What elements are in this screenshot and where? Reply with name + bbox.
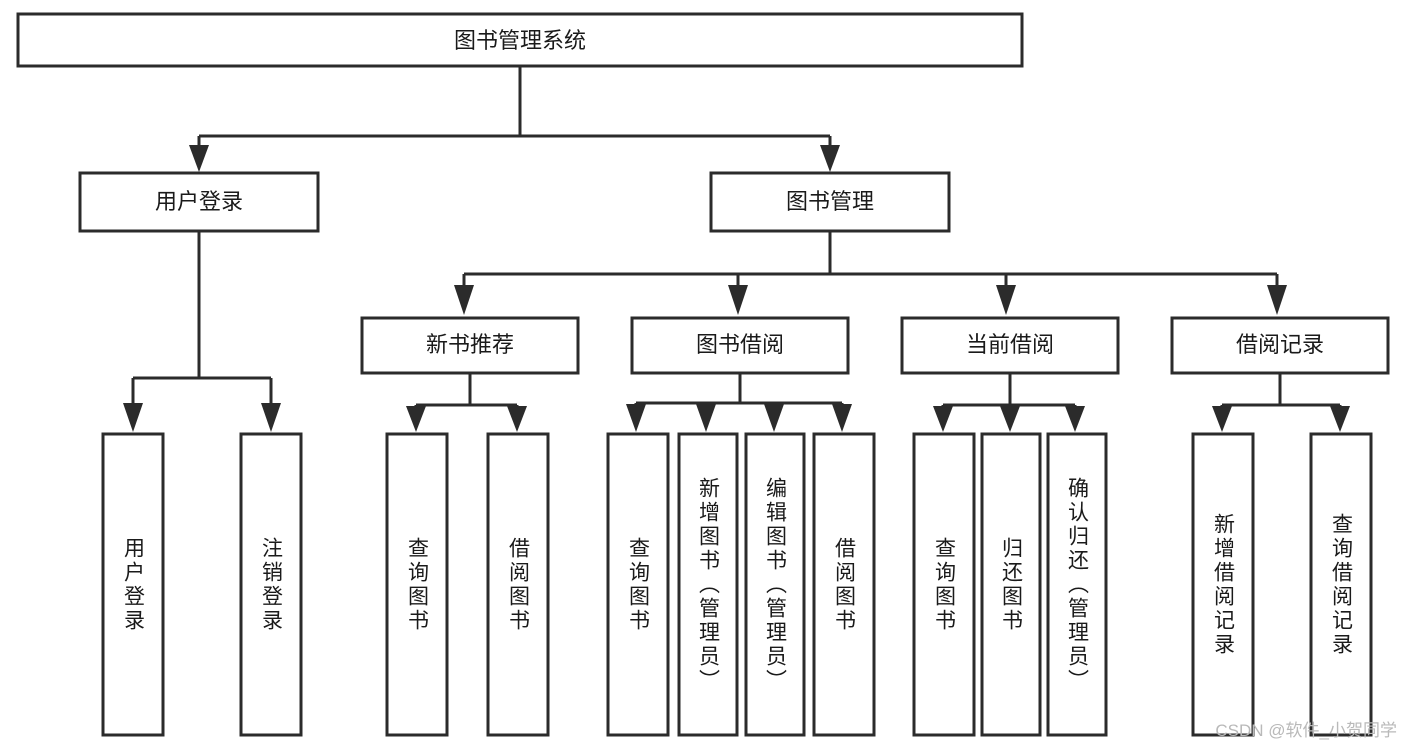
arrow-head-leaf-query-book-1	[406, 406, 426, 432]
node-leaf-query-book-1-box[interactable]	[385, 432, 449, 737]
node-book-borrow-box[interactable]	[630, 316, 850, 375]
csdn-watermark: CSDN @软件_小贺同学	[1215, 721, 1397, 740]
node-new-book-recommend-label: 新书推荐	[426, 332, 514, 357]
node-leaf-add-book[interactable]: 新增图书（管理员）	[677, 432, 739, 737]
node-user-login[interactable]: 用户登录	[78, 171, 320, 233]
node-borrow-record[interactable]: 借阅记录	[1170, 316, 1390, 375]
node-leaf-user-login-box[interactable]	[101, 432, 165, 737]
arrow-head-current-borrow	[996, 285, 1016, 315]
node-new-book-recommend-box[interactable]	[360, 316, 580, 375]
node-leaf-user-logout-label: 注销登录	[260, 537, 284, 633]
node-leaf-edit-book-label: 编辑图书（管理员）	[764, 477, 788, 693]
node-book-manage-box[interactable]	[709, 171, 951, 233]
node-leaf-query-book-1[interactable]: 查询图书	[385, 432, 449, 737]
arrow-head-leaf-confirm-return	[1065, 406, 1085, 432]
node-leaf-edit-book[interactable]: 编辑图书（管理员）	[744, 432, 806, 737]
arrow-head-book-borrow	[728, 285, 748, 315]
node-leaf-return-book-label: 归还图书	[1000, 537, 1024, 633]
node-leaf-query-book-2-label: 查询图书	[627, 537, 651, 633]
node-new-book-recommend[interactable]: 新书推荐	[360, 316, 580, 375]
arrow-head-leaf-add-record	[1212, 406, 1232, 432]
node-current-borrow-label: 当前借阅	[966, 332, 1054, 357]
arrow-head-book-manage	[820, 145, 840, 172]
connector-layer	[123, 66, 1350, 432]
node-user-login-box[interactable]	[78, 171, 320, 233]
node-leaf-query-book-2-box[interactable]	[606, 432, 670, 737]
node-leaf-query-record-box[interactable]	[1309, 432, 1373, 737]
node-leaf-add-record-label: 新增借阅记录	[1212, 513, 1236, 657]
arrow-head-leaf-return-book	[1000, 406, 1020, 432]
node-leaf-query-book-3-box[interactable]	[912, 432, 976, 737]
node-leaf-add-book-label: 新增图书（管理员）	[697, 477, 721, 693]
node-book-borrow[interactable]: 图书借阅	[630, 316, 850, 375]
arrow-head-user-login	[189, 145, 209, 172]
node-leaf-confirm-return-box[interactable]	[1046, 432, 1108, 737]
node-user-login-label: 用户登录	[155, 189, 243, 214]
arrow-head-leaf-edit-book	[764, 404, 784, 432]
node-leaf-user-login-label: 用户登录	[122, 537, 146, 633]
node-leaf-add-book-box[interactable]	[677, 432, 739, 737]
node-leaf-borrow-book-2[interactable]: 借阅图书	[812, 432, 876, 737]
node-leaf-add-record[interactable]: 新增借阅记录	[1191, 432, 1255, 737]
node-leaf-query-record-label: 查询借阅记录	[1330, 513, 1354, 657]
node-leaf-user-logout-box[interactable]	[239, 432, 303, 737]
node-leaf-user-logout[interactable]: 注销登录	[239, 432, 303, 737]
node-leaf-query-book-3[interactable]: 查询图书	[912, 432, 976, 737]
node-leaf-borrow-book-1-box[interactable]	[486, 432, 550, 737]
node-book-manage[interactable]: 图书管理	[709, 171, 951, 233]
node-leaf-user-login[interactable]: 用户登录	[101, 432, 165, 737]
node-leaf-query-record[interactable]: 查询借阅记录	[1309, 432, 1373, 737]
node-leaf-confirm-return[interactable]: 确认归还（管理员）	[1046, 432, 1108, 737]
node-book-manage-label: 图书管理	[786, 189, 874, 214]
arrow-head-borrow-record	[1267, 285, 1287, 315]
node-leaf-borrow-book-1-label: 借阅图书	[507, 537, 531, 633]
node-root-box[interactable]	[16, 12, 1024, 68]
node-leaf-query-book-3-label: 查询图书	[933, 537, 957, 633]
arrow-head-leaf-query-record	[1330, 406, 1350, 432]
node-leaf-edit-book-box[interactable]	[744, 432, 806, 737]
node-borrow-record-box[interactable]	[1170, 316, 1390, 375]
node-borrow-record-label: 借阅记录	[1236, 332, 1324, 357]
node-leaf-return-book[interactable]: 归还图书	[980, 432, 1042, 737]
node-leaf-borrow-book-1[interactable]: 借阅图书	[486, 432, 550, 737]
arrow-head-leaf-query-book-2	[626, 404, 646, 432]
node-leaf-query-book-2[interactable]: 查询图书	[606, 432, 670, 737]
node-leaf-query-book-1-label: 查询图书	[406, 537, 430, 633]
node-root[interactable]: 图书管理系统	[16, 12, 1024, 68]
node-current-borrow-box[interactable]	[900, 316, 1120, 375]
arrow-head-leaf-borrow-book-1	[507, 406, 527, 432]
arrow-head-leaf-borrow-book-2	[832, 404, 852, 432]
arrow-head-new-book-recommend	[454, 285, 474, 315]
node-leaf-confirm-return-label: 确认归还（管理员）	[1066, 477, 1090, 693]
node-current-borrow[interactable]: 当前借阅	[900, 316, 1120, 375]
node-leaf-borrow-book-2-label: 借阅图书	[833, 537, 857, 633]
node-leaf-borrow-book-2-box[interactable]	[812, 432, 876, 737]
arrow-head-leaf-user-logout	[261, 403, 281, 432]
node-leaf-add-record-box[interactable]	[1191, 432, 1255, 737]
node-root-label: 图书管理系统	[454, 28, 586, 53]
arrow-head-leaf-add-book	[696, 404, 716, 432]
node-leaf-return-book-box[interactable]	[980, 432, 1042, 737]
arrow-head-leaf-query-book-3	[933, 406, 953, 432]
arrow-head-leaf-user-login	[123, 403, 143, 432]
node-book-borrow-label: 图书借阅	[696, 332, 784, 357]
